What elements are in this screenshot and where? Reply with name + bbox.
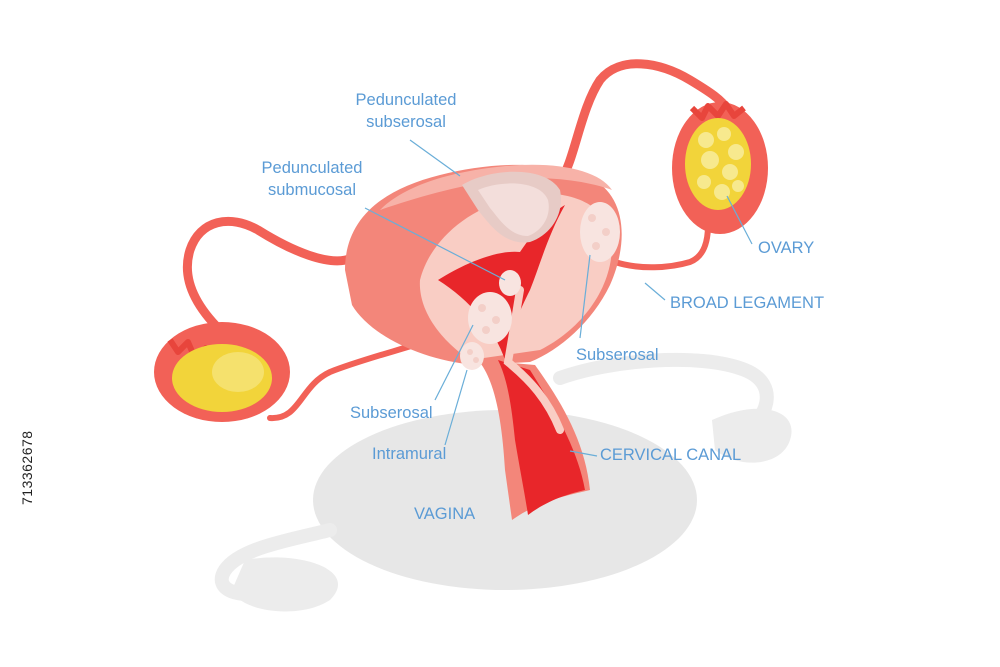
- shadow-ovary-left: [232, 557, 339, 612]
- label-pedunculated-submucosal: Pedunculated submucosal: [234, 157, 390, 201]
- left-ovarian-ligament: [267, 337, 433, 422]
- label-intramural: Intramural: [372, 445, 447, 463]
- left-fallopian-tube: [182, 216, 357, 335]
- leader-subserosal-left: [434, 324, 474, 401]
- pedunculated-subserosal-fibroid: [462, 171, 561, 243]
- subserosal-fibroid-left: [468, 292, 512, 344]
- uterus: [345, 164, 622, 520]
- leader-cervical-canal: [569, 450, 598, 457]
- label-pedunculated-submucosal-line2: submucosal: [267, 181, 357, 199]
- intramural-fibroid: [460, 342, 484, 370]
- leader-subserosal-right: [579, 254, 591, 339]
- label-broad-ligament: BROAD LEGAMENT: [670, 294, 825, 312]
- right-broad-ligament-edge: [612, 222, 711, 271]
- label-subserosal-left: Subserosal: [350, 404, 433, 422]
- leader-broad-ligament: [644, 282, 666, 301]
- leader-pedunculated-submucosal: [364, 207, 506, 281]
- floor-shadow: [313, 410, 697, 590]
- subserosal-fibroid-right: [580, 202, 620, 262]
- left-adnexa: [154, 216, 433, 422]
- label-subserosal-right: Subserosal: [576, 346, 659, 364]
- leader-intramural: [444, 369, 468, 446]
- label-cervical-canal: CERVICAL CANAL: [600, 446, 742, 464]
- label-pedunculated-subserosal-line1: Pedunculated: [355, 91, 457, 109]
- leader-lines: [364, 139, 753, 457]
- cervix-cut-edge: [503, 286, 564, 434]
- right-fimbriae: [689, 101, 746, 121]
- stock-image-id: 713362678: [19, 430, 35, 505]
- label-pedunculated-subserosal-line2: subserosal: [366, 113, 446, 131]
- label-pedunculated-submucosal-line1: Pedunculated: [261, 159, 363, 177]
- left-ovary-highlight: [212, 352, 264, 392]
- cervical-canal: [498, 360, 585, 515]
- uterus-top-face: [380, 164, 612, 210]
- shadow-ovary-right: [712, 408, 792, 463]
- shadow-group: [214, 352, 792, 612]
- label-vagina: VAGINA: [414, 505, 476, 523]
- leader-pedunculated-subserosal: [409, 139, 461, 177]
- right-fallopian-tube: [555, 59, 733, 187]
- pedunculated-submucosal-fibroid: [499, 270, 521, 296]
- leader-ovary: [726, 195, 753, 245]
- label-ovary: OVARY: [758, 239, 815, 257]
- label-pedunculated-subserosal: Pedunculated subserosal: [328, 89, 484, 133]
- right-adnexa: [555, 59, 768, 271]
- right-ovary-follicles: [697, 127, 744, 200]
